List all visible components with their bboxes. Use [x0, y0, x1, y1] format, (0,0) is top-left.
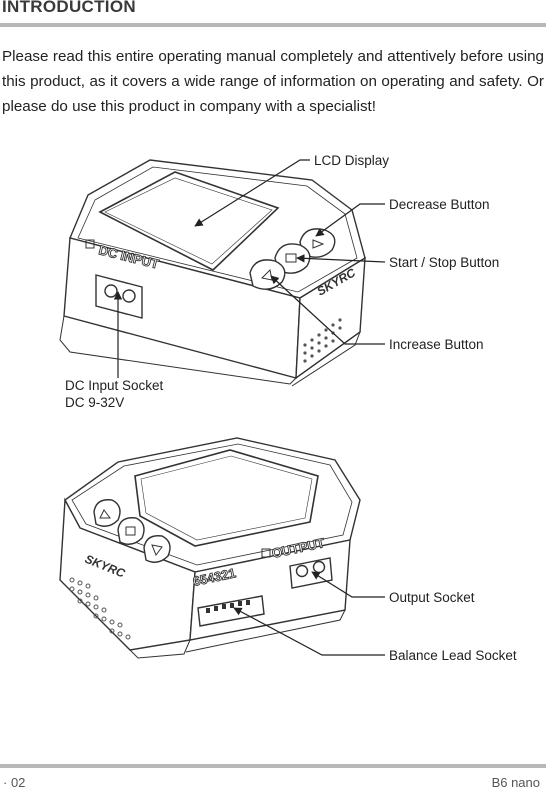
section-title: INTRODUCTION: [2, 0, 136, 16]
lcd-display-leader: [194, 159, 310, 227]
lcd-display-label: LCD Display: [314, 153, 389, 168]
increase-button-shape-bottom: [93, 499, 121, 527]
model-name: B6 nano: [491, 775, 540, 790]
footer-rule: [0, 764, 546, 768]
output-socket-leader: [311, 571, 385, 598]
start-stop-button-leader: [296, 254, 386, 263]
decrease-button-leader: [315, 203, 385, 237]
page-number: · 02: [3, 775, 26, 790]
start-stop-button-label: Start / Stop Button: [389, 255, 499, 270]
start-stop-button-shape-bottom: [117, 517, 145, 545]
device-top-view: [59, 159, 366, 387]
start-stop-button-shape: [274, 243, 311, 274]
dc-input-socket-label: DC Input Socket: [65, 378, 164, 393]
lcd-screen-bottom: [134, 449, 319, 547]
decrease-button-label: Decrease Button: [389, 197, 490, 212]
left-side-vents: [69, 577, 131, 640]
side-vents: [303, 318, 342, 363]
output-socket-label: Output Socket: [389, 590, 475, 605]
dc-input-voltage-label: DC 9-32V: [65, 395, 124, 410]
increase-button-shape: [249, 259, 286, 290]
decrease-button-shape-bottom: [143, 535, 171, 563]
intro-paragraph: Please read this entire operating manual…: [2, 48, 544, 115]
device-illustration: DC INPUT SKYRC LCD Display Decrease Butt…: [59, 153, 517, 663]
increase-button-leader: [270, 275, 385, 345]
device-bottom-view: [59, 437, 361, 659]
balance-lead-socket-label: Balance Lead Socket: [389, 648, 517, 663]
balance-lead-socket-leader: [233, 607, 385, 656]
increase-button-label: Increase Button: [389, 337, 484, 352]
lcd-screen: [98, 171, 280, 271]
decrease-button-shape: [299, 228, 336, 258]
header-rule: [0, 23, 546, 27]
